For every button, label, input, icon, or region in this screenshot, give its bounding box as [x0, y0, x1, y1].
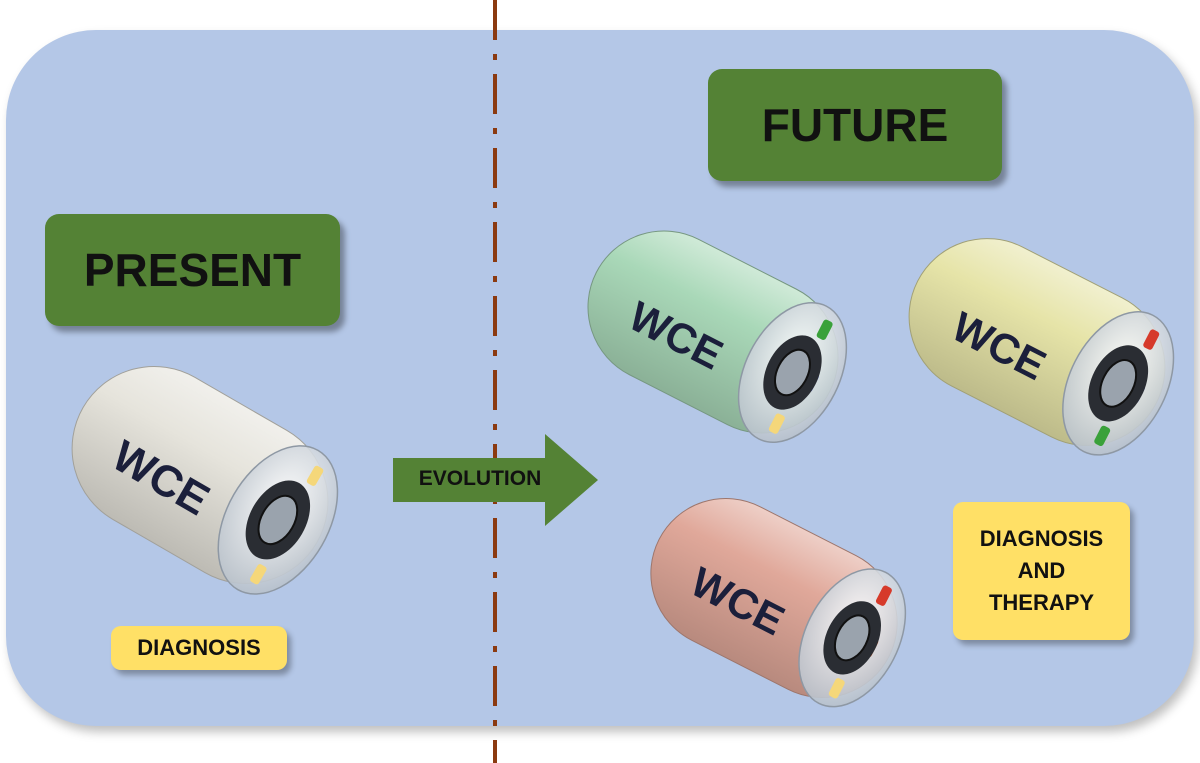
capsule-led [306, 465, 324, 486]
future-role-line2: AND [1017, 558, 1066, 583]
future-title: FUTURE [761, 99, 949, 151]
camera-lens [774, 348, 811, 397]
evolution-label: EVOLUTION [418, 467, 542, 490]
present-role-box: DIAGNOSIS [111, 626, 287, 670]
capsule-led [1143, 329, 1160, 350]
future-green-capsule: WCE [587, 230, 848, 443]
future-role-box: DIAGNOSIS AND THERAPY [953, 502, 1130, 640]
camera-lens [833, 614, 871, 662]
capsule-led [1094, 425, 1111, 447]
future-yellow-capsule: WCE [908, 238, 1175, 456]
dash-dot-divider [493, 0, 497, 763]
present-role: DIAGNOSIS [137, 635, 261, 660]
capsule-led [828, 678, 845, 699]
present-title: PRESENT [83, 244, 302, 296]
future-title-box: FUTURE [708, 69, 1002, 181]
future-role-line3: THERAPY [988, 590, 1095, 615]
capsule-body-group: WCE [650, 497, 907, 708]
capsule-body-group: WCE [71, 366, 339, 595]
future-role-line1: DIAGNOSIS [979, 526, 1104, 551]
capsule-led [250, 564, 267, 585]
future-pink-capsule: WCE [650, 497, 907, 708]
capsule-led [875, 585, 892, 606]
capsule-led [816, 319, 833, 340]
camera-lens [257, 494, 299, 546]
camera-lens [1099, 359, 1138, 408]
capsule-body-group: WCE [587, 230, 848, 443]
present-capsule: WCE [71, 366, 339, 595]
present-title-box: PRESENT [45, 214, 340, 326]
capsule-body-group: WCE [908, 238, 1175, 456]
capsule-led [768, 413, 785, 434]
evolution-arrow [393, 434, 598, 526]
